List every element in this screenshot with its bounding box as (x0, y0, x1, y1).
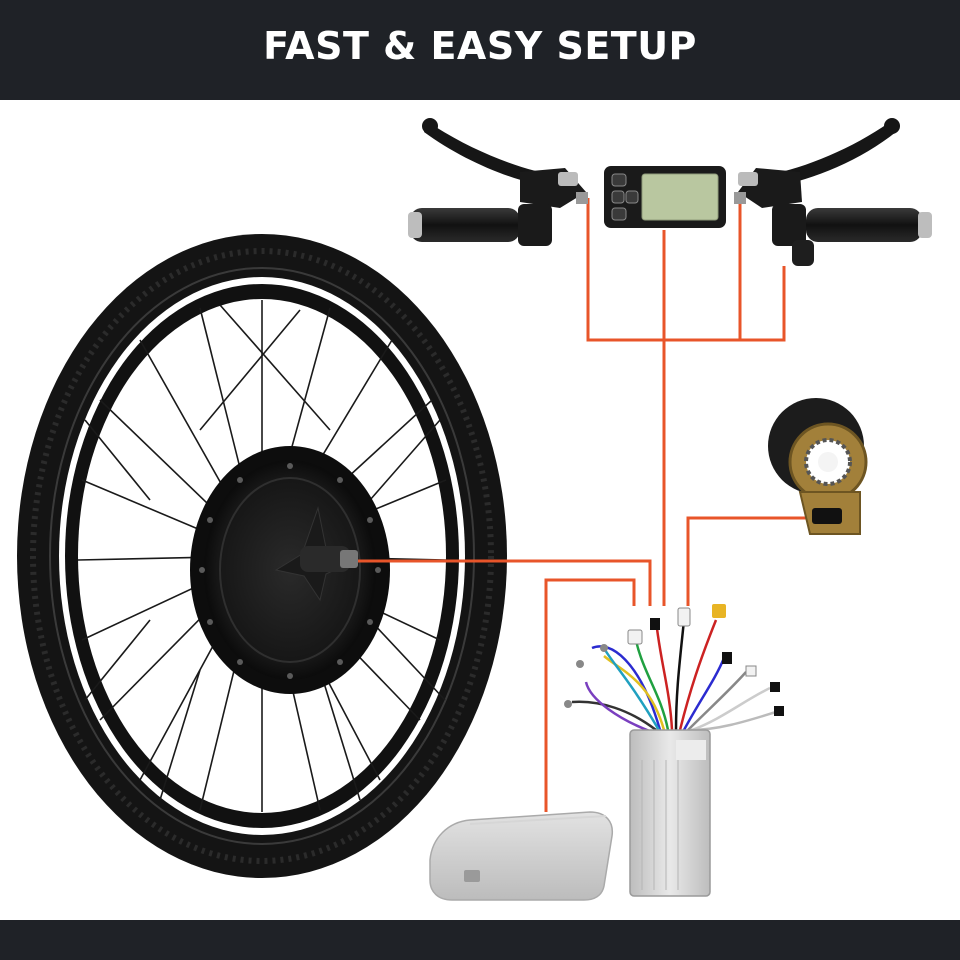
title-banner: FAST & EASY SETUP (0, 0, 960, 100)
lcd-display (604, 166, 726, 228)
up-button-icon (625, 190, 639, 204)
left-brake-lever (408, 118, 588, 246)
battery (429, 811, 614, 901)
hub-motor-wheel (17, 234, 507, 878)
power-button-icon (611, 190, 625, 204)
battery-icon (429, 811, 614, 901)
wiring (358, 198, 814, 812)
left-grip (410, 208, 520, 242)
right-brake-lever-throttle (734, 118, 932, 266)
lcd-screen (641, 173, 719, 221)
down-button-icon (611, 207, 627, 221)
controller-icon (629, 729, 711, 897)
mode-button-icon (611, 173, 627, 187)
motor-controller (564, 604, 784, 897)
pedal-assist-sensor (768, 398, 868, 535)
controller-wires (571, 619, 777, 734)
right-grip (806, 208, 922, 242)
setup-diagram (17, 118, 932, 901)
throttle-icon (792, 240, 814, 266)
brake-lever-blade (762, 122, 896, 188)
bottom-bar (0, 920, 960, 960)
connectors (564, 604, 784, 716)
page-title: FAST & EASY SETUP (263, 24, 697, 68)
axle (300, 546, 350, 572)
